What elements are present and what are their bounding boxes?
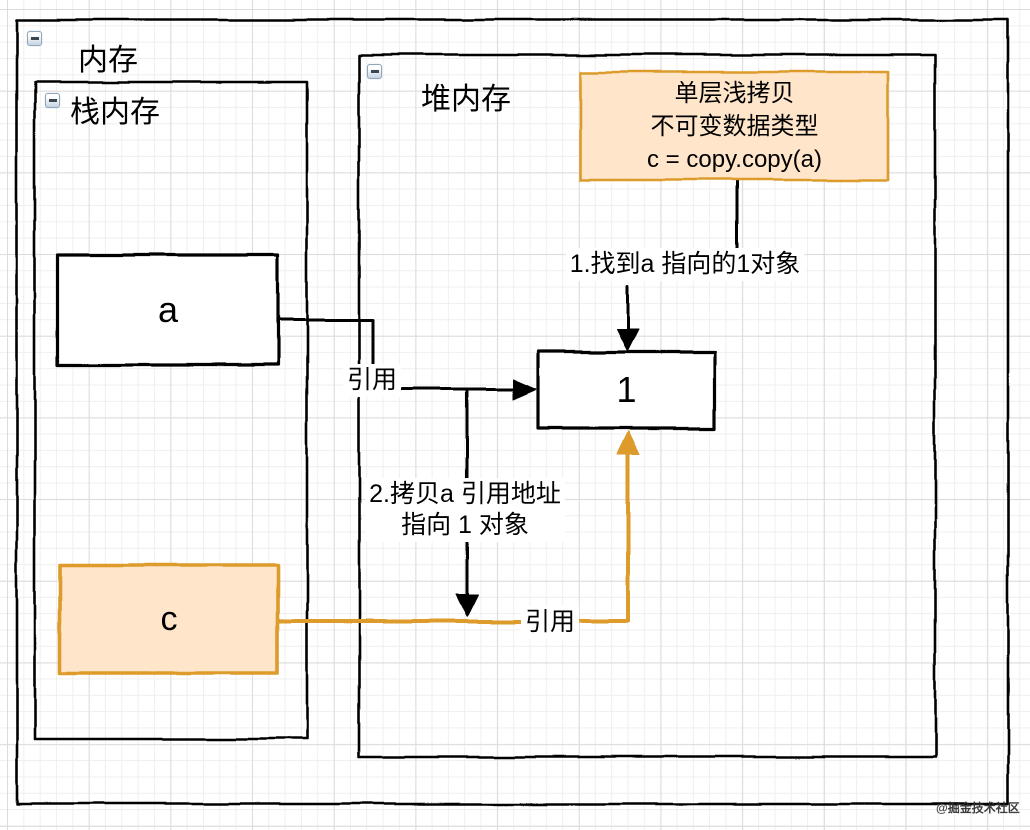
step2-edge-label: 2.拷贝a 引用地址 指向 1 对象 [365,478,565,542]
arrowhead-ref-right-icon [512,378,537,400]
var-c-box[interactable] [58,563,280,675]
note-line-2: 不可变数据类型 [650,112,819,140]
note-box-text: 单层浅拷贝 不可变数据类型 c = copy.copy(a) [581,72,888,180]
minus-icon [370,70,379,73]
var-a-label: a [157,289,179,330]
var-a-box[interactable] [56,253,280,367]
arrowhead-step2-down-icon [455,593,479,617]
memory-container-border[interactable] [15,18,1010,806]
ref-c-edge-label: 引用 [521,606,580,639]
arrowhead-step1-down-icon [616,328,640,352]
edge-c-to-obj[interactable] [277,447,630,623]
obj-one-box[interactable] [536,350,717,430]
arrowhead-c-up-orange-icon [616,430,640,455]
note-line-1: 单层浅拷贝 [674,79,795,107]
heap-label: 堆内存 [421,83,511,116]
stack-label: 栈内存 [70,96,160,129]
note-line-3: c = copy.copy(a) [647,145,822,173]
minus-icon [48,99,57,102]
step2-line-2: 指向 1 对象 [401,511,529,539]
stack-collapse-minus-icon[interactable] [45,93,60,108]
ref-a-edge-label: 引用 [343,364,402,397]
obj-one-label: 1 [616,369,637,410]
memory-label: 内存 [78,44,138,77]
stack-container-border[interactable] [33,80,309,741]
note-box[interactable] [579,70,890,182]
heap-collapse-minus-icon[interactable] [367,64,382,79]
var-c-label: c [160,599,178,638]
edge-a-to-obj[interactable] [277,318,518,391]
memory-collapse-minus-icon[interactable] [27,31,42,46]
step2-line-1: 2.拷贝a 引用地址 [369,480,561,508]
juejin-watermark: @掘金技术社区 [936,801,1020,815]
minus-icon [30,37,39,40]
heap-container-border[interactable] [357,53,937,759]
step1-edge-label: 1.找到a 指向的1对象 [565,248,805,281]
